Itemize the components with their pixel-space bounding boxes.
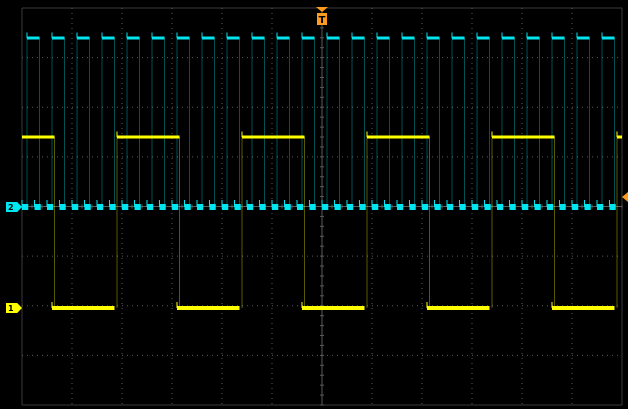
mid-cyan-trace-high-segment — [234, 204, 241, 210]
top-cyan-trace-high-segment — [602, 36, 615, 40]
mid-cyan-trace-high-segment — [47, 204, 54, 210]
mid-cyan-trace-high-segment — [459, 204, 466, 210]
mid-cyan-trace-high-segment — [22, 204, 29, 210]
mid-cyan-trace-high-segment — [359, 204, 366, 210]
mid-cyan-trace-high-segment — [172, 204, 179, 210]
lower-yellow-trace-high-segment — [427, 306, 490, 310]
mid-cyan-trace-high-segment — [559, 204, 566, 210]
channel-2-label: 2 — [8, 202, 14, 212]
mid-cyan-trace-high-segment — [197, 204, 204, 210]
top-cyan-trace-high-segment — [502, 36, 515, 40]
mid-cyan-trace-high-segment — [522, 204, 529, 210]
traces — [21, 32, 622, 310]
mid-cyan-trace-high-segment — [472, 204, 479, 210]
mid-cyan-trace-high-segment — [259, 204, 266, 210]
top-cyan-trace-high-segment — [252, 36, 265, 40]
channel-2-marker[interactable]: 2 — [6, 202, 22, 212]
mid-cyan-trace-high-segment — [272, 204, 279, 210]
mid-cyan-trace-high-segment — [284, 204, 291, 210]
top-cyan-trace-high-segment — [277, 36, 290, 40]
mid-cyan-trace-high-segment — [384, 204, 391, 210]
top-cyan-trace-high-segment — [27, 36, 40, 40]
top-cyan-trace-high-segment — [402, 36, 415, 40]
channel-1-label: 1 — [8, 303, 14, 313]
mid-cyan-trace-high-segment — [209, 204, 216, 210]
mid-cyan-trace-high-segment — [334, 204, 341, 210]
top-cyan-trace-high-segment — [102, 36, 115, 40]
mid-cyan-trace-high-segment — [322, 204, 329, 210]
lower-yellow-trace-high-segment — [177, 306, 240, 310]
mid-cyan-trace-high-segment — [297, 204, 304, 210]
lower-yellow-trace-high-segment — [52, 306, 115, 310]
mid-cyan-trace-high-segment — [609, 204, 616, 210]
top-cyan-trace-high-segment — [202, 36, 215, 40]
lower-yellow-trace-high-segment — [302, 306, 365, 310]
top-cyan-trace-high-segment — [477, 36, 490, 40]
upper-yellow-trace-high-segment — [367, 135, 430, 139]
top-cyan-trace-high-segment — [527, 36, 540, 40]
mid-cyan-trace-high-segment — [222, 204, 229, 210]
lower-yellow-trace-high-segment — [552, 306, 615, 310]
top-cyan-trace-high-segment — [577, 36, 590, 40]
top-cyan-trace-high-segment — [77, 36, 90, 40]
top-cyan-trace-high-segment — [327, 36, 340, 40]
channel-1-marker[interactable]: 1 — [6, 303, 22, 313]
mid-cyan-trace-high-segment — [572, 204, 579, 210]
mid-cyan-trace-high-segment — [584, 204, 591, 210]
mid-cyan-trace-high-segment — [84, 204, 91, 210]
mid-cyan-trace-high-segment — [147, 204, 154, 210]
mid-cyan-trace-high-segment — [247, 204, 254, 210]
mid-cyan-trace-high-segment — [184, 204, 191, 210]
mid-cyan-trace-high-segment — [72, 204, 79, 210]
top-cyan-trace-high-segment — [152, 36, 165, 40]
top-cyan-trace-high-segment — [427, 36, 440, 40]
trigger-position-icon[interactable]: T — [316, 7, 328, 25]
mid-cyan-trace-high-segment — [309, 204, 316, 210]
top-cyan-trace-high-segment — [452, 36, 465, 40]
mid-cyan-trace-high-segment — [547, 204, 554, 210]
upper-yellow-trace-high-segment — [492, 135, 555, 139]
mid-cyan-trace-high-segment — [109, 204, 116, 210]
mid-cyan-trace-high-segment — [347, 204, 354, 210]
mid-cyan-trace-high-segment — [159, 204, 166, 210]
upper-yellow-trace-high-segment — [617, 135, 622, 139]
graticule — [21, 7, 623, 406]
trigger-label: T — [319, 15, 326, 25]
mid-cyan-trace-high-segment — [597, 204, 604, 210]
mid-cyan-trace-high-segment — [34, 204, 41, 210]
top-cyan-trace-high-segment — [377, 36, 390, 40]
trigger-level-icon[interactable] — [622, 192, 628, 202]
top-cyan-trace-high-segment — [352, 36, 365, 40]
top-cyan-trace-high-segment — [52, 36, 65, 40]
top-cyan-trace-high-segment — [552, 36, 565, 40]
top-cyan-trace-high-segment — [127, 36, 140, 40]
mid-cyan-trace-high-segment — [497, 204, 504, 210]
mid-cyan-trace-high-segment — [409, 204, 416, 210]
upper-yellow-trace-high-segment — [117, 135, 180, 139]
mid-cyan-trace-high-segment — [509, 204, 516, 210]
mid-cyan-trace-high-segment — [484, 204, 491, 210]
mid-cyan-trace-high-segment — [534, 204, 541, 210]
mid-cyan-trace-high-segment — [397, 204, 404, 210]
mid-cyan-trace-high-segment — [59, 204, 66, 210]
top-cyan-trace-high-segment — [177, 36, 190, 40]
upper-yellow-trace-high-segment — [242, 135, 305, 139]
top-cyan-trace-high-segment — [227, 36, 240, 40]
mid-cyan-trace-high-segment — [134, 204, 141, 210]
mid-cyan-trace-high-segment — [372, 204, 379, 210]
mid-cyan-trace-high-segment — [447, 204, 454, 210]
mid-cyan-trace-high-segment — [422, 204, 429, 210]
upper-yellow-trace-high-segment — [22, 135, 55, 139]
mid-cyan-trace-high-segment — [97, 204, 104, 210]
mid-cyan-trace-high-segment — [122, 204, 129, 210]
top-cyan-trace-high-segment — [302, 36, 315, 40]
mid-cyan-trace-high-segment — [434, 204, 441, 210]
